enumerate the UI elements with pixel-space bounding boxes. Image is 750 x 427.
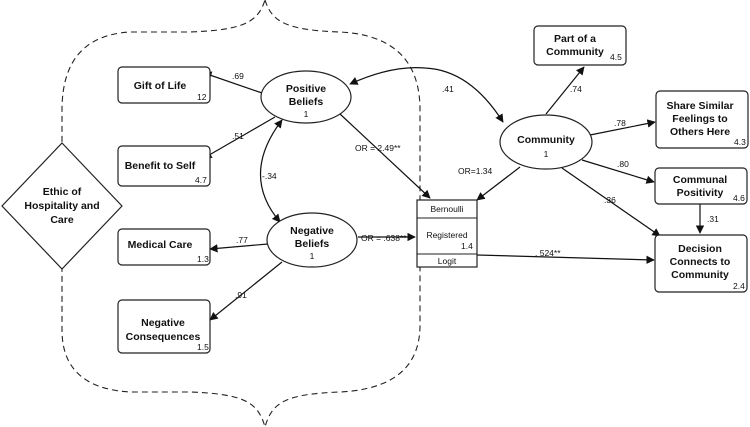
ethic-label-line3: Care (50, 214, 74, 226)
coef-neg-negcons: .91 (235, 290, 247, 300)
coef-pos-registered: OR = 2.49** (355, 143, 401, 153)
registered-value: 1.4 (461, 241, 473, 251)
edge-positive-to-registered (339, 113, 431, 199)
benefit-label: Benefit to Self (125, 160, 196, 172)
node-part-of-community: Part of a Community 4.5 (533, 25, 627, 66)
coefficient-labels: .69 .51 -.34 .41 .77 .91 OR = 2.49** OR … (232, 71, 719, 300)
posbel-label-line1: Positive (286, 83, 326, 95)
node-community: Community 1 (499, 114, 593, 170)
posbel-label-line2: Beliefs (289, 96, 324, 108)
coef-comm-communal: .80 (617, 159, 629, 169)
edge-positive-to-benefit (203, 116, 276, 159)
edge-community-to-share (589, 119, 656, 136)
medical-value: 1.3 (197, 254, 209, 264)
coef-comm-part: .74 (570, 84, 582, 94)
decision-label-line3: Community (671, 269, 729, 281)
negcons-value: 1.5 (197, 342, 209, 352)
edge-negative-to-negcons (209, 261, 283, 321)
coef-registered-decision: . 524** (535, 248, 561, 258)
edge-positive-negative-correlation (259, 119, 283, 223)
coef-comm-decision: .36 (604, 195, 616, 205)
coef-neg-medical: .77 (236, 235, 248, 245)
part-label-line2: Community (546, 46, 604, 58)
negcons-label-line2: Consequences (126, 331, 201, 343)
coef-pos-benefit: .51 (232, 131, 244, 141)
edge-positive-community-correlation (349, 67, 504, 123)
node-benefit-to-self: Benefit to Self 4.7 (117, 145, 211, 187)
registered-label: Registered (426, 230, 467, 240)
communal-label-line2: Positivity (677, 187, 724, 199)
part-value: 4.5 (610, 52, 622, 62)
medical-label: Medical Care (128, 239, 193, 251)
share-value: 4.3 (734, 137, 746, 147)
negbel-label-line2: Beliefs (295, 238, 330, 250)
node-negative-beliefs: Negative Beliefs 1 (266, 212, 358, 268)
coef-comm-share: .78 (614, 118, 626, 128)
share-label-line1: Share Similar (666, 100, 733, 112)
part-label-line1: Part of a (554, 33, 596, 45)
negcons-label-line1: Negative (141, 317, 185, 329)
edge-negative-to-medical (209, 243, 269, 253)
node-positive-beliefs: Positive Beliefs 1 (260, 70, 352, 124)
coef-pos-gift: .69 (232, 71, 244, 81)
decision-value: 2.4 (733, 281, 745, 291)
edge-community-to-part (545, 66, 585, 115)
coef-communal-decision: .31 (707, 214, 719, 224)
community-label: Community (517, 134, 575, 146)
gift-label: Gift of Life (134, 80, 187, 92)
node-gift-of-life: Gift of Life 12 (117, 66, 211, 104)
edges (203, 66, 705, 321)
node-share-similar-feelings: Share Similar Feelings to Others Here 4.… (655, 90, 749, 149)
node-ethic-of-hospitality: Ethic of Hospitality and Care (1, 142, 123, 270)
ethic-label-line2: Hospitality and (24, 200, 99, 212)
benefit-value: 4.7 (195, 175, 207, 185)
node-decision-connects: Decision Connects to Community 2.4 (654, 234, 748, 293)
coef-pos-comm: .41 (442, 84, 454, 94)
posbel-value: 1 (304, 109, 309, 119)
share-label-line3: Others Here (670, 126, 730, 138)
node-registered: Bernoulli Registered 1.4 Logit (416, 199, 478, 268)
share-label-line2: Feelings to (672, 113, 727, 125)
decision-label-line2: Connects to (670, 256, 731, 268)
node-medical-care: Medical Care 1.3 (117, 228, 211, 266)
ethic-label-line1: Ethic of (43, 186, 82, 198)
coef-pos-neg: -.34 (262, 171, 277, 181)
node-communal-positivity: Communal Positivity 4.6 (654, 167, 748, 205)
registered-footer: Logit (438, 256, 457, 266)
communal-value: 4.6 (733, 193, 745, 203)
edge-community-to-registered (476, 166, 521, 201)
node-negative-consequences: Negative Consequences 1.5 (117, 299, 211, 354)
communal-label-line1: Communal (673, 174, 727, 186)
community-value: 1 (544, 149, 549, 159)
coef-comm-registered: OR=1.34 (458, 166, 493, 176)
edge-community-to-communal (581, 159, 655, 184)
decision-label-line1: Decision (678, 243, 722, 255)
grouping-brace (61, 0, 421, 427)
registered-header: Bernoulli (430, 204, 463, 214)
coef-neg-registered: OR = .638** (361, 233, 407, 243)
negbel-value: 1 (310, 251, 315, 261)
gift-value: 12 (197, 92, 207, 102)
negbel-label-line1: Negative (290, 225, 334, 237)
edge-community-to-decision (561, 167, 661, 237)
edge-positive-to-gift (203, 71, 263, 94)
edge-registered-to-decision (476, 254, 655, 264)
